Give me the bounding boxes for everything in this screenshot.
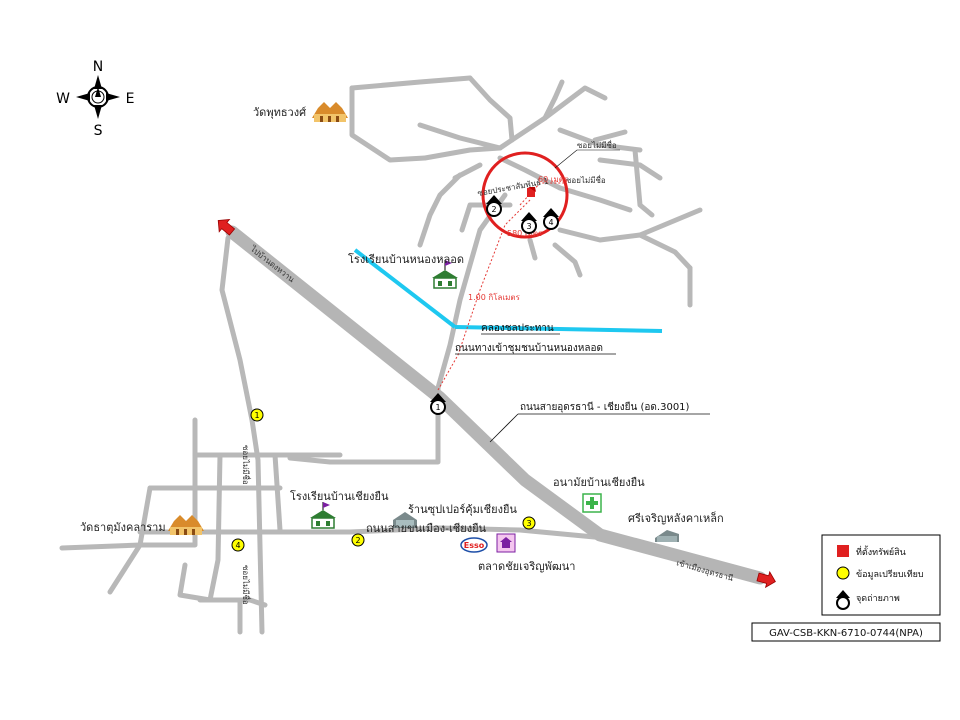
- supermarket-label: ร้านซุปเปอร์คุ้มเชียงยืน: [408, 503, 517, 516]
- photo-point-icon[interactable]: 3: [521, 212, 537, 234]
- school-icon: [310, 502, 336, 529]
- canal: [353, 248, 663, 333]
- comparison-point-3-label: 3: [526, 519, 531, 528]
- photo-point-icon[interactable]: 2: [486, 195, 502, 217]
- dist-a-label: 60 เมตร: [538, 175, 569, 184]
- hospital-icon: [582, 493, 602, 513]
- comparison-point-icon[interactable]: 3: [522, 516, 536, 530]
- road-network: [59, 75, 703, 635]
- temple-north-label: วัดพุทธวงศ์: [253, 106, 306, 119]
- photo-point-2-label: 2: [491, 205, 496, 214]
- reference-code-box: GAV-CSB-KKN-6710-0744(NPA): [751, 622, 941, 642]
- distance-route: [437, 182, 565, 391]
- temple-icon: [168, 515, 204, 535]
- photo-point-1-label: 1: [435, 403, 440, 412]
- metal-roof-label: ศรีเจริญหลังคาเหล็ก: [628, 511, 724, 525]
- direction-arrow-icon: [756, 570, 776, 589]
- comparison-point-icon: [836, 566, 850, 580]
- to-kaset-label: ไปบ้านดงหวาน: [248, 244, 296, 285]
- dist-1km-label: 1.00 กิโลเมตร: [468, 292, 521, 302]
- photo-point-4-label: 4: [548, 218, 553, 227]
- photo-point-icon[interactable]: 1: [430, 393, 446, 415]
- compass-s: S: [94, 123, 103, 139]
- reference-code: GAV-CSB-KKN-6710-0744(NPA): [769, 628, 923, 639]
- legend: ที่ตั้งทรัพย์สิน ข้อมูลเปรียบเทียบ จุดถ่…: [821, 534, 941, 616]
- health-center-label: อนามัยบ้านเชียงยืน: [553, 476, 645, 489]
- photo-point-icon: [836, 590, 850, 610]
- temple-west-label: วัดธาตุมังคลาราม: [80, 521, 166, 534]
- soi-west-2-label: ซอยไม่มีชื่อ: [241, 565, 252, 605]
- town-road-label: ถนนสายขนเมือง-เชียงยืน: [366, 522, 487, 535]
- photo-point-icon[interactable]: 4: [543, 208, 559, 230]
- school-icon: [432, 260, 458, 289]
- comparison-point-4-label: 4: [235, 541, 240, 550]
- highway-label: ถนนสายอุดรธานี - เชียงยืน (อด.3001): [520, 401, 690, 413]
- dist-b-label: 580 เมตร: [507, 229, 543, 238]
- soi-west-1-label: ซอยไม่มีชื่อ: [241, 445, 252, 485]
- highway: [225, 225, 767, 585]
- comparison-point-1-label: 1: [254, 411, 259, 420]
- village-access-road-label: ถนนทางเข้าชุมชนบ้านหนองหลอด: [455, 342, 603, 354]
- market-icon: [496, 533, 516, 553]
- property-marker-icon: [837, 545, 849, 557]
- soi-no-name-1-label: ซอยไม่มีชื่อ: [577, 139, 617, 150]
- compass-rose-icon: N S W E: [56, 59, 134, 139]
- store-icon: [393, 512, 417, 528]
- compass-e: E: [126, 91, 135, 107]
- esso-logo-icon: Esso: [460, 537, 488, 553]
- property-marker-icon[interactable]: [527, 187, 536, 197]
- comparison-point-icon[interactable]: 4: [231, 538, 245, 552]
- canal-label: คลองชลประทาน: [481, 323, 554, 334]
- comparison-point-icon[interactable]: 1: [250, 408, 264, 422]
- compass-n: N: [93, 59, 103, 75]
- direction-arrow-icon: [217, 218, 236, 236]
- legend-photo-point-label: จุดถ่ายภาพ: [856, 594, 900, 604]
- school-chiangyuen-label: โรงเรียนบ้านเชียงยืน: [290, 489, 389, 503]
- esso-label: Esso: [464, 541, 485, 550]
- property-area-circle: [481, 151, 569, 239]
- comparison-point-2-label: 2: [355, 536, 360, 545]
- soi-no-name-2-label: ซอยไม่มีชื่อ: [566, 174, 606, 185]
- compass-w: W: [56, 91, 70, 107]
- photo-point-3-label: 3: [526, 222, 531, 231]
- legend-comparison-label: ข้อมูลเปรียบเทียบ: [856, 569, 924, 580]
- school-nonglot-label: โรงเรียนบ้านหนองหลอด: [348, 252, 464, 266]
- market-label: ตลาดชัยเจริญพัฒนา: [478, 560, 576, 573]
- temple-icon: [312, 102, 348, 122]
- factory-icon: [655, 530, 679, 542]
- comparison-point-icon[interactable]: 2: [351, 533, 365, 547]
- legend-property-label: ที่ตั้งทรัพย์สิน: [856, 545, 906, 558]
